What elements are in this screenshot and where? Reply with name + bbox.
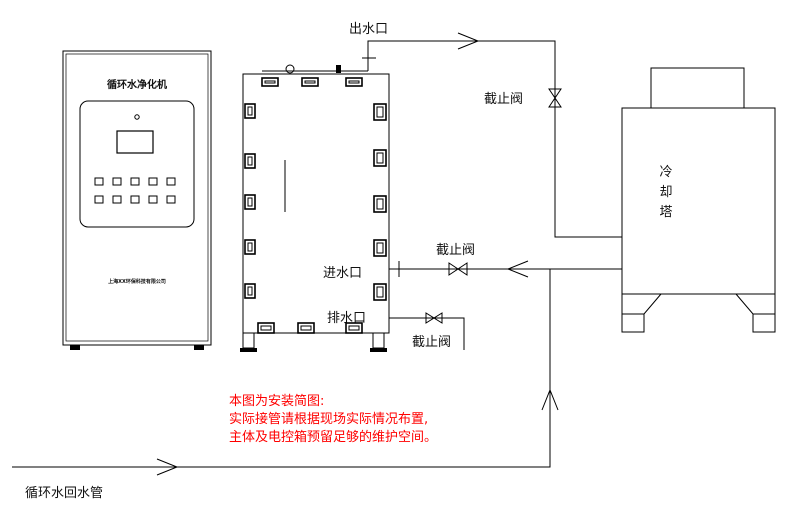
- valve-top-label: 截止阀: [484, 92, 523, 107]
- cabinet-inner-frame: [65, 53, 209, 342]
- valve-drain-label: 截止阀: [412, 335, 451, 350]
- control-cabinet: 循环水净化机 上海XX环保科技有限公司: [62, 50, 212, 350]
- button-row-2: [94, 195, 176, 204]
- tank-flange-left: [244, 153, 256, 169]
- indicator-lamp: [134, 114, 140, 120]
- drain-pipe: [389, 317, 465, 350]
- inlet-label: 进水口: [323, 266, 362, 281]
- note-line-3: 主体及电控箱预留足够的维护空间。: [229, 429, 437, 445]
- tower-body: [621, 107, 776, 295]
- tank-flange-left: [244, 283, 256, 299]
- tank-flange-top: [261, 77, 279, 87]
- tank-flange-left: [244, 194, 256, 210]
- outlet-pipe: [362, 32, 622, 238]
- inlet-pipe: [389, 260, 622, 278]
- tower-label-1: 冷: [659, 165, 672, 180]
- tank-flange-bottom: [257, 322, 275, 334]
- cooling-tower: 冷 却 塔: [621, 67, 776, 333]
- outlet-label: 出水口: [349, 22, 388, 37]
- valve-drain: [425, 312, 443, 324]
- installation-note: 本图为安装简图: 实际接管请根据现场实际情况布置, 主体及电控箱预留足够的维护空…: [229, 393, 437, 445]
- tower-label-3: 塔: [659, 205, 672, 220]
- tank-flange-right: [373, 283, 387, 301]
- tank-flange-right: [373, 103, 387, 121]
- tank-flange-bottom: [345, 322, 363, 334]
- tower-foot-left: [621, 313, 645, 333]
- tank-leg-right: [372, 332, 385, 349]
- tank-flange-top: [345, 77, 363, 87]
- purifier-tank: [240, 64, 390, 352]
- tower-foot-right: [752, 313, 776, 333]
- tank-flange-right: [373, 149, 387, 167]
- tank-foot-right: [370, 348, 387, 352]
- cabinet-title: 循环水净化机: [107, 78, 167, 91]
- note-line-2: 实际接管请根据现场实际情况布置,: [229, 411, 428, 427]
- button-row-1: [94, 177, 176, 186]
- top-fittings: [262, 64, 368, 74]
- tank-body: [242, 73, 390, 334]
- tank-flange-right: [373, 239, 387, 257]
- tank-flange-right: [373, 195, 387, 213]
- tank-flange-left: [244, 239, 256, 255]
- cabinet-body: [62, 50, 212, 346]
- valve-inlet-label: 截止阀: [436, 243, 475, 258]
- return-flow-arrow-vertical: [541, 388, 559, 411]
- tank-flange-left: [244, 103, 256, 119]
- tower-base: [621, 293, 776, 315]
- tower-fan-housing: [650, 67, 745, 109]
- control-panel: [79, 100, 195, 228]
- tank-flange-top: [301, 77, 319, 87]
- valve-top: [548, 88, 562, 108]
- cabinet-foot-right: [194, 345, 204, 350]
- return-pipe-label: 循环水回水管: [25, 486, 103, 501]
- display-screen: [116, 130, 154, 154]
- tank-foot-left: [240, 348, 257, 352]
- note-line-1: 本图为安装简图:: [229, 393, 324, 409]
- return-flow-arrow-horizontal: [156, 458, 179, 476]
- tank-flange-bottom: [297, 322, 315, 334]
- cabinet-company: 上海XX环保科技有限公司: [108, 278, 166, 285]
- tank-leg-left: [242, 332, 255, 349]
- inlet-flow-arrow: [506, 260, 529, 278]
- tower-label-2: 却: [659, 185, 672, 200]
- outlet-flow-arrow: [457, 32, 480, 50]
- valve-inlet: [448, 262, 468, 276]
- cabinet-foot-left: [70, 345, 80, 350]
- return-pipe: [12, 269, 559, 476]
